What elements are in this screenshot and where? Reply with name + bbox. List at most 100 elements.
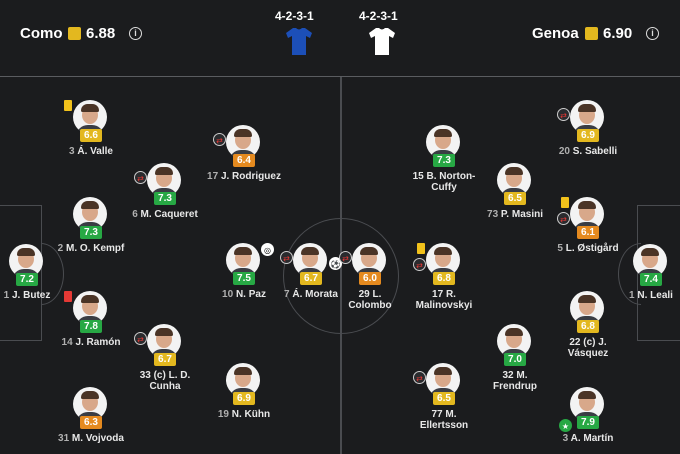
yellow-card-icon (561, 197, 569, 208)
goal-icon: ⚽ (329, 257, 342, 270)
player-name: 17 R.Malinovskyi (389, 289, 499, 311)
player-number: 10 (222, 289, 234, 300)
substitution-icon: ⇄ (134, 332, 147, 345)
player-name-line: Ellertsson (419, 420, 469, 431)
player-number: 31 (58, 433, 70, 444)
red-card-icon (64, 291, 72, 302)
player-name-text: N. Leali (637, 290, 673, 301)
player-name-text: Á. Morata (292, 289, 338, 300)
home-kit-icon (286, 28, 312, 55)
player-masini[interactable]: 6.5 73 P. Masini (460, 163, 570, 233)
match-header: Como 6.88 i 4-2-3-1 4-2-3-1 Genoa 6.90 i (0, 0, 680, 68)
away-formation: 4-2-3-1 (359, 9, 398, 23)
player-number: 5 (557, 243, 563, 254)
player-rating: 6.5 (504, 192, 526, 205)
player-number: 2 (57, 243, 64, 254)
player-name-text: J. Butez (12, 290, 51, 301)
player-number: 6 (132, 209, 138, 220)
player-number: 1 (3, 290, 10, 301)
away-team-rating-badge (585, 27, 598, 40)
player-number: 73 (487, 209, 499, 220)
player-name: 22 (c) J.Vásquez (533, 337, 643, 359)
player-rating: 7.2 (16, 273, 38, 286)
home-formation: 4-2-3-1 (275, 9, 314, 23)
player-name-line: 17 R. (432, 289, 456, 300)
away-team-name[interactable]: Genoa (532, 25, 579, 42)
player-name-text: Á. Valle (77, 146, 113, 157)
player-name-text: N. Kühn (231, 409, 271, 420)
player-name: 77 M.Ellertsson (389, 409, 499, 431)
player-number: 3 (69, 146, 75, 157)
away-info-icon[interactable]: i (646, 27, 659, 40)
player-name: 5 L. Østigård (533, 243, 643, 254)
player-rating: 7.3 (80, 226, 102, 239)
player-rating: 6.3 (80, 416, 102, 429)
player-number: 3 (562, 433, 569, 444)
player-rating: 7.9 (577, 416, 599, 429)
player-name-text: M. Vojvoda (71, 433, 124, 444)
away-team-rating: 6.90 (603, 25, 633, 42)
player-name: 29 L.Colombo (315, 289, 425, 311)
player-name: 6 M. Caqueret (110, 209, 220, 220)
player-rating: 7.4 (640, 273, 662, 286)
player-name-line: 77 M. (431, 409, 457, 420)
substitution-icon: ⇄ (280, 251, 293, 264)
player-valle[interactable]: 6.6 3 Á. Valle (36, 100, 146, 170)
player-name-line: Colombo (348, 300, 392, 311)
player-name: 2 M. O. Kempf (36, 243, 146, 254)
player-avatar (352, 243, 386, 277)
player-rating: 7.3 (433, 154, 455, 167)
home-team-rating-badge (68, 27, 81, 40)
player-rating: 6.1 (577, 226, 599, 239)
substitution-icon: ⇄ (413, 258, 426, 271)
player-name-line: Frendrup (493, 381, 537, 392)
player-avatar (226, 363, 260, 397)
player-name-line: 29 L. (358, 289, 382, 300)
player-vojvoda[interactable]: 6.3 31 M. Vojvoda (36, 387, 146, 454)
player-name-line: Cuffy (431, 182, 457, 193)
player-number: 14 (61, 337, 73, 348)
home-team-rating: 6.88 (86, 25, 116, 42)
player-name: 17 J. Rodriguez (189, 171, 299, 182)
player-kempf[interactable]: 7.3 2 M. O. Kempf (36, 197, 146, 267)
player-name: 1 J. Butez (0, 290, 82, 301)
player-rating: 6.7 (300, 272, 322, 285)
home-info-icon[interactable]: i (129, 27, 142, 40)
player-name-text: L. Østigård (565, 243, 619, 254)
player-rating: 6.9 (577, 129, 599, 142)
player-name: 73 P. Masini (460, 209, 570, 220)
player-name-line: Malinovskyi (415, 300, 473, 311)
player-name-line: 33 (c) L. D. (139, 370, 191, 381)
player-name-text: A. Martín (570, 433, 614, 444)
player-name-text: S. Sabelli (572, 146, 618, 157)
player-rating: 6.9 (233, 392, 255, 405)
player-name-text: N. Paz (235, 289, 266, 300)
home-kit-shape (286, 28, 312, 55)
player-ostigard[interactable]: 6.1 5 L. Østigård ⇄ (533, 197, 643, 267)
away-kit-shape (369, 28, 395, 55)
substitution-icon: ⇄ (213, 133, 226, 146)
player-avatar (293, 243, 327, 277)
assist-icon: ◎ (261, 243, 274, 256)
player-butez[interactable]: 7.2 1 J. Butez (0, 244, 82, 314)
substitution-icon: ⇄ (557, 212, 570, 225)
home-team-name[interactable]: Como (20, 25, 63, 42)
player-name: 3 A. Martín (533, 433, 643, 444)
player-rating: 6.6 (80, 129, 102, 142)
